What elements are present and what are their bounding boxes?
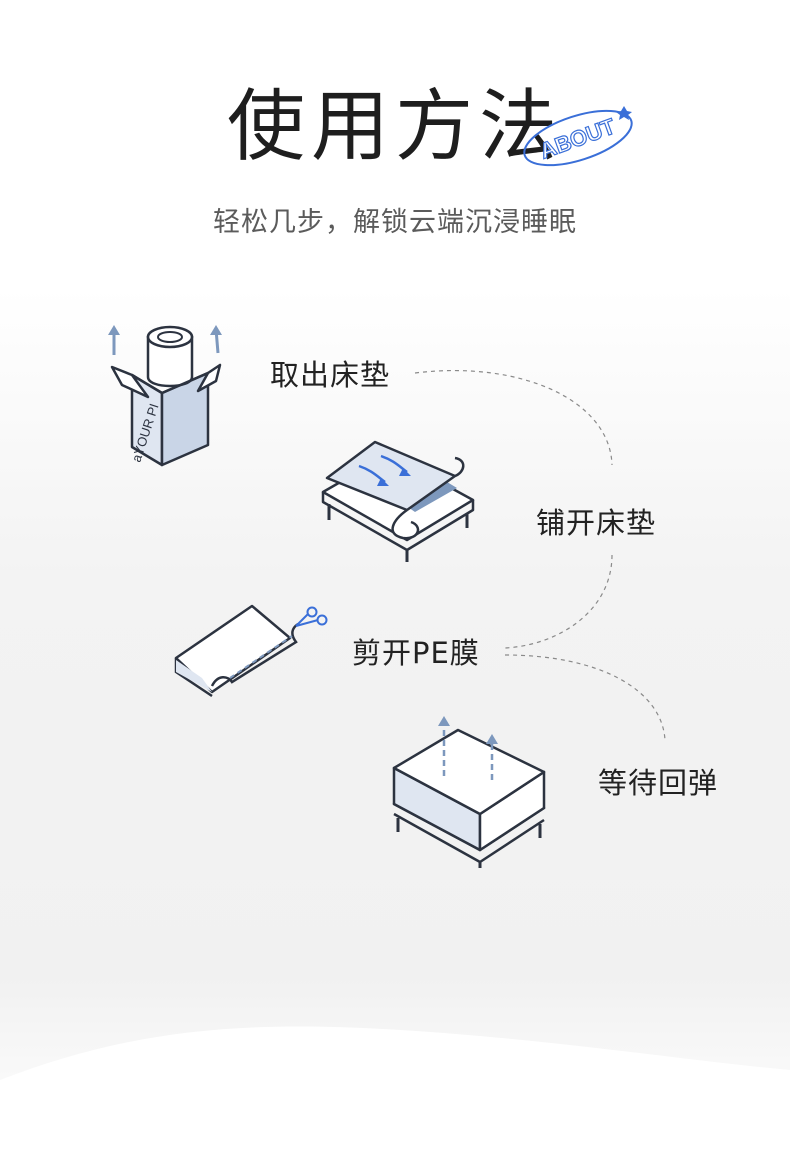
page-title: 使用方法 [226,82,563,172]
step-label-4: 等待回弹 [598,766,719,800]
step-label-1: 取出床垫 [270,358,391,392]
arrow-up-icon [438,716,450,726]
arrow-right-icon [399,468,411,476]
expand-mattress-icon [392,716,546,868]
arrow-right-icon [377,478,389,486]
step-label-2: 铺开床垫 [536,506,657,540]
unroll-mattress-icon [321,440,475,562]
star-icon [616,106,632,120]
arrow-up-icon [108,325,120,335]
step-label-3: 剪开PE膜 [352,636,480,670]
cut-film-icon [174,604,328,698]
scissors-icon [306,606,318,618]
arrow-up-icon [210,325,222,335]
about-badge: ABOUT [523,106,633,167]
boxed-mattress-icon: aYOUR PI [108,325,222,467]
page-subtitle: 轻松几步，解锁云端沉浸睡眠 [213,207,577,238]
arrow-up-icon [486,734,498,744]
background-wave [0,1026,790,1151]
